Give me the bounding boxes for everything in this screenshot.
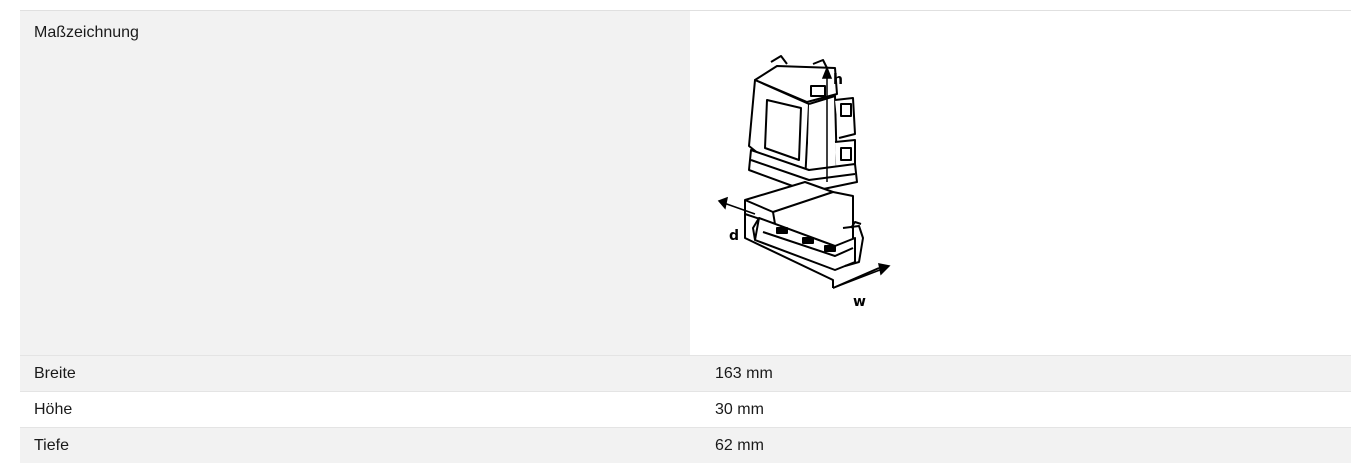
table-row-depth: Tiefe 62 mm [20,428,1351,463]
height-value: 30 mm [690,392,1351,428]
specification-table: Maßzeichnung [20,10,1351,463]
table-row-width: Breite 163 mm [20,356,1351,392]
dimension-drawing-cell: h d w [690,11,1351,356]
dimension-drawing-image: h d w [715,42,915,322]
depth-marker-label: d [729,228,739,244]
height-label: Höhe [20,392,690,428]
depth-value: 62 mm [690,428,1351,463]
dimension-drawing-label: Maßzeichnung [20,11,690,356]
table-row-height: Höhe 30 mm [20,392,1351,428]
dimension-drawing: h d w [715,42,915,322]
depth-label: Tiefe [20,428,690,463]
width-label: Breite [20,356,690,392]
table-row-dimension-drawing: Maßzeichnung [20,11,1351,356]
height-marker-label: h [833,72,843,88]
width-marker-label: w [853,294,866,310]
width-value: 163 mm [690,356,1351,392]
